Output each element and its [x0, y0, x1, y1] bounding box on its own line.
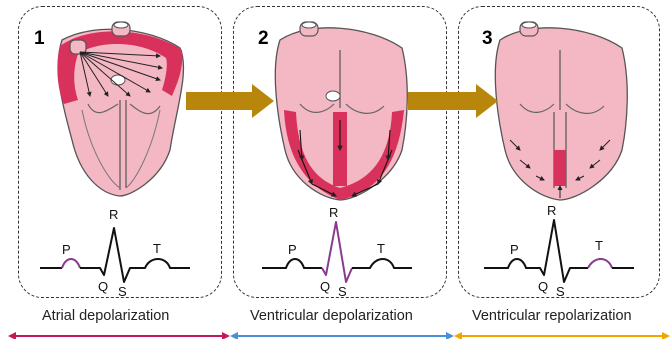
- panel-number-1: 1: [34, 28, 45, 50]
- heart-illustration-2: [275, 22, 407, 200]
- ecg-label-p: P: [288, 242, 297, 257]
- ecg-label-p: P: [62, 242, 71, 257]
- ecg-label-s: S: [118, 284, 127, 299]
- ecg-trace-3: [484, 220, 634, 282]
- ecg-label-q: Q: [320, 279, 330, 294]
- transition-arrow-1: [186, 84, 274, 118]
- ecg-label-r: R: [109, 207, 118, 222]
- ecg-label-p: P: [510, 242, 519, 257]
- ecg-label-s: S: [556, 284, 565, 299]
- heart-illustration-3: [495, 22, 627, 200]
- heart-illustration-1: [57, 22, 183, 196]
- ecg-label-q: Q: [538, 279, 548, 294]
- transition-arrow-2: [408, 84, 498, 118]
- caption-atrial-depolarization: Atrial depolarization: [42, 308, 169, 324]
- panel-number-3: 3: [482, 28, 493, 50]
- ecg-label-t: T: [595, 238, 603, 253]
- caption-ventricular-repolarization: Ventricular repolarization: [472, 308, 632, 324]
- caption-ventricular-depolarization: Ventricular depolarization: [250, 308, 413, 324]
- ecg-label-s: S: [338, 284, 347, 299]
- ecg-trace-2: [262, 222, 412, 282]
- panel-number-2: 2: [258, 28, 269, 50]
- phase-timeline: [8, 332, 670, 339]
- ecg-label-t: T: [153, 241, 161, 256]
- ecg-label-t: T: [377, 241, 385, 256]
- ecg-label-q: Q: [98, 279, 108, 294]
- ecg-label-r: R: [329, 205, 338, 220]
- ecg-label-r: R: [547, 203, 556, 218]
